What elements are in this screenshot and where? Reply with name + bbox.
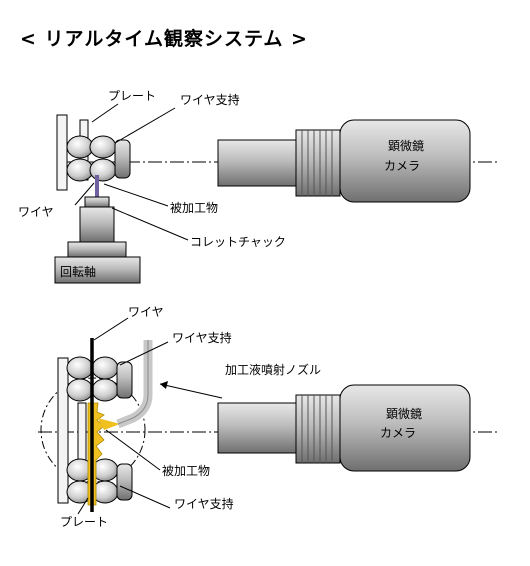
- camera-label-line1-bottom: 顕微鏡: [386, 406, 422, 421]
- wire-support-top-shape: [66, 356, 133, 402]
- nozzle-label: 加工液噴射ノズル: [225, 362, 321, 377]
- leader-lines-bottom: [77, 317, 223, 515]
- nozzle-arrow-head: [160, 381, 168, 389]
- leader-lines-top: [74, 103, 189, 241]
- nozzle-outline: [117, 340, 149, 425]
- wire-support-label-top: ワイヤ支持: [180, 92, 240, 107]
- camera-label-line2-top: カメラ: [384, 159, 420, 173]
- workpiece-label-top: 被加工物: [170, 201, 218, 215]
- workpiece-label-bottom: 被加工物: [162, 464, 210, 478]
- rotation-axis-label: 回転軸: [60, 265, 96, 279]
- wire-support-bottom-shape: [66, 458, 133, 504]
- camera-label-line1-top: 顕微鏡: [388, 138, 424, 153]
- bottom-diagram: 顕微鏡 カメラ ワイヤ ワイヤ支持 加工液噴射ノズル 被加工物 ワイヤ支持 プレ…: [38, 305, 500, 529]
- page-title: < リアルタイム観察システム >: [20, 28, 308, 50]
- wire-support-bottom-label: ワイヤ支持: [174, 496, 234, 511]
- wire-support-top-label: ワイヤ支持: [172, 330, 232, 345]
- plate-label-top: プレート: [108, 89, 156, 103]
- collet-chuck-label: コレットチャック: [190, 235, 286, 249]
- spray-shape: [98, 418, 120, 430]
- plate-inner-shape-bottom: [77, 402, 87, 464]
- top-diagram: 顕微鏡 カメラ プレート ワイヤ支持 ワイヤ 被加工物 コレットチャック 回転軸: [18, 89, 500, 284]
- camera-shape-bottom: [217, 384, 471, 472]
- camera-shape-top: [217, 119, 471, 203]
- rotation-axis-shape: [54, 256, 141, 284]
- wire-label-top: ワイヤ: [18, 205, 54, 219]
- plate-shape: [56, 114, 68, 191]
- wire-label-bottom: ワイヤ: [128, 305, 164, 319]
- chuck-base-shape: [67, 241, 127, 258]
- plate-shape-bottom: [57, 357, 69, 504]
- plate-label-bottom: プレート: [60, 515, 108, 529]
- workpiece-shape: [84, 196, 110, 208]
- collet-chuck-shape: [79, 206, 115, 243]
- camera-label-line2-bottom: カメラ: [380, 426, 416, 440]
- wire-support-shape: [66, 135, 131, 182]
